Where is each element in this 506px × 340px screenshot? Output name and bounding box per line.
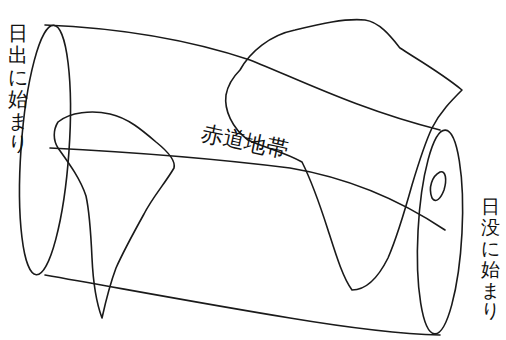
right-cylinder-end xyxy=(413,129,468,335)
equator-line xyxy=(50,148,445,230)
sunrise-label: 日出に始まり xyxy=(8,22,28,154)
madagascar-outline xyxy=(430,172,445,201)
sunset-label: 日没に始まり xyxy=(481,196,500,321)
cylinder-bottom-edge xyxy=(45,275,440,335)
equator-label: 赤道地帯 xyxy=(199,118,291,166)
cylinder-top-edge xyxy=(45,25,440,130)
